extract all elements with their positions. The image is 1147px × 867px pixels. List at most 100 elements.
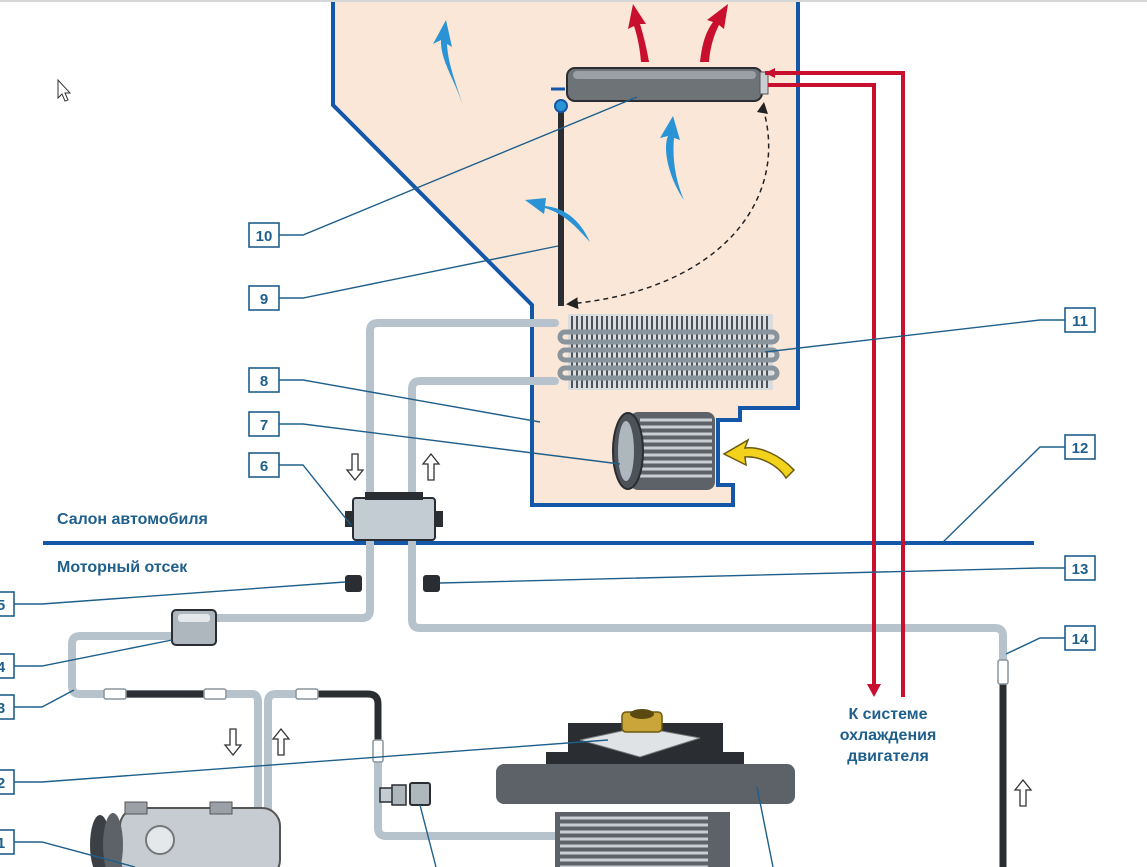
callout-box-7 xyxy=(248,411,280,437)
blower-fan xyxy=(612,412,715,490)
callout-4: 4 xyxy=(0,659,6,676)
leader-line-5 xyxy=(14,581,346,605)
callout-6: 6 xyxy=(260,458,268,475)
expansion-valve-right-port xyxy=(434,511,443,527)
callout-3: 3 xyxy=(0,700,5,717)
evaporator-inlet-pipe xyxy=(408,377,559,502)
callout-box-11 xyxy=(1064,307,1096,333)
leader-line-10 xyxy=(278,96,638,236)
coolant-return-line xyxy=(768,83,876,688)
callout-box-4 xyxy=(0,653,15,679)
leader-line-6 xyxy=(278,464,352,526)
hose-clamp xyxy=(372,739,384,763)
condenser xyxy=(555,812,730,867)
condenser-fins xyxy=(560,816,708,867)
leader-line-4 xyxy=(14,639,173,667)
flex-hose-right xyxy=(316,690,382,752)
engine-cooling-label-line2: охлаждения xyxy=(840,727,937,744)
compressor-pipe-right xyxy=(264,690,304,816)
leader-line-13 xyxy=(439,567,1066,584)
flow-direction-up-arrow xyxy=(421,452,441,481)
top-page-border xyxy=(0,0,1147,2)
callout-box-5 xyxy=(0,591,15,617)
callout-box-1 xyxy=(0,829,15,855)
expansion-valve-top xyxy=(365,492,423,500)
callout-box-6 xyxy=(248,452,280,478)
warm-air-outlet-arrow-2 xyxy=(700,4,728,62)
receiver-drier-line xyxy=(68,632,256,698)
leader-line-12 xyxy=(941,446,1066,544)
callout-box-14 xyxy=(1064,625,1096,651)
engine-cooling-label-line3: двигателя xyxy=(847,748,929,765)
leader-line-14 xyxy=(1005,637,1066,655)
air-flow-arrow-3 xyxy=(525,198,590,242)
blower-fan-fins xyxy=(640,418,712,478)
leader-line-8 xyxy=(278,379,541,423)
receiver-drier-highlight xyxy=(178,614,210,622)
leader-line-2 xyxy=(14,739,609,783)
condenser-feed-pipe xyxy=(374,756,564,840)
callout-9: 9 xyxy=(260,291,268,308)
callout-box-2 xyxy=(0,769,15,795)
leader-line-radiator xyxy=(756,786,774,867)
callout-1: 1 xyxy=(0,835,5,852)
compressor-pipe-left xyxy=(248,690,262,816)
callout-11: 11 xyxy=(1072,313,1088,330)
leader-line-3 xyxy=(14,689,75,708)
leader-line-1 xyxy=(14,841,136,867)
flow-direction-down-arrow xyxy=(223,728,243,757)
evaporator xyxy=(557,314,780,390)
evaporator-outlet-pipe xyxy=(366,319,559,502)
coolant-supply-arrowhead xyxy=(765,68,775,78)
condenser-fan xyxy=(546,709,744,768)
heater-core-fitting xyxy=(759,71,769,95)
callout-5: 5 xyxy=(0,597,5,614)
callout-14: 14 xyxy=(1072,631,1089,648)
flow-direction-up-arrow xyxy=(271,727,291,756)
heater-core-highlight xyxy=(573,71,756,79)
leader-line-9 xyxy=(278,245,559,299)
callout-2: 2 xyxy=(0,775,5,792)
leader-line-7 xyxy=(278,423,621,465)
expansion-valve xyxy=(352,497,436,541)
engine-cooling-label-line1: К системе xyxy=(848,706,927,723)
low-pressure-service-port xyxy=(345,575,362,592)
hose-clamp xyxy=(295,688,319,700)
callout-box-12 xyxy=(1064,434,1096,460)
incoming-air-arrow xyxy=(722,438,796,480)
air-flow-arrow-2 xyxy=(660,116,684,200)
callout-10: 10 xyxy=(256,228,273,245)
callout-box-8 xyxy=(248,367,280,393)
high-pressure-service-port xyxy=(423,575,440,592)
callout-box-9 xyxy=(248,285,280,311)
leader-line-pressure-sensor xyxy=(419,804,437,867)
leader-line-11 xyxy=(764,319,1066,353)
liquid-line-to-condenser xyxy=(408,536,1007,664)
coolant-return-arrowhead xyxy=(867,684,881,697)
engine-bay-zone-label: Моторный отсек xyxy=(57,559,188,576)
flap-travel-dashed-arrow xyxy=(566,107,770,310)
callout-13: 13 xyxy=(1072,561,1089,578)
mixing-flap-pivot xyxy=(554,99,568,113)
hose-clamp xyxy=(203,688,227,700)
mouse-cursor-icon xyxy=(57,78,72,102)
callout-box-13 xyxy=(1064,555,1096,581)
callout-7: 7 xyxy=(260,417,268,434)
compressor xyxy=(90,801,281,867)
hose-clamp xyxy=(997,659,1009,685)
cabin-zone-label: Салон автомобиля xyxy=(57,511,208,528)
callout-8: 8 xyxy=(260,373,268,390)
pressure-sensor xyxy=(379,782,431,806)
coolant-supply-line xyxy=(765,71,905,697)
callout-box-10 xyxy=(248,222,280,248)
flap-travel-dashed-arrowhead-top xyxy=(757,102,768,114)
expansion-valve-left-port xyxy=(345,511,354,527)
flow-direction-down-arrow xyxy=(345,453,365,482)
hose-clamp xyxy=(103,688,127,700)
callout-12: 12 xyxy=(1072,440,1089,457)
flow-direction-up-arrow xyxy=(1013,778,1033,807)
warm-air-outlet-arrow-1 xyxy=(628,4,649,62)
air-flow-arrow-1 xyxy=(433,20,463,106)
callout-box-3 xyxy=(0,694,15,720)
